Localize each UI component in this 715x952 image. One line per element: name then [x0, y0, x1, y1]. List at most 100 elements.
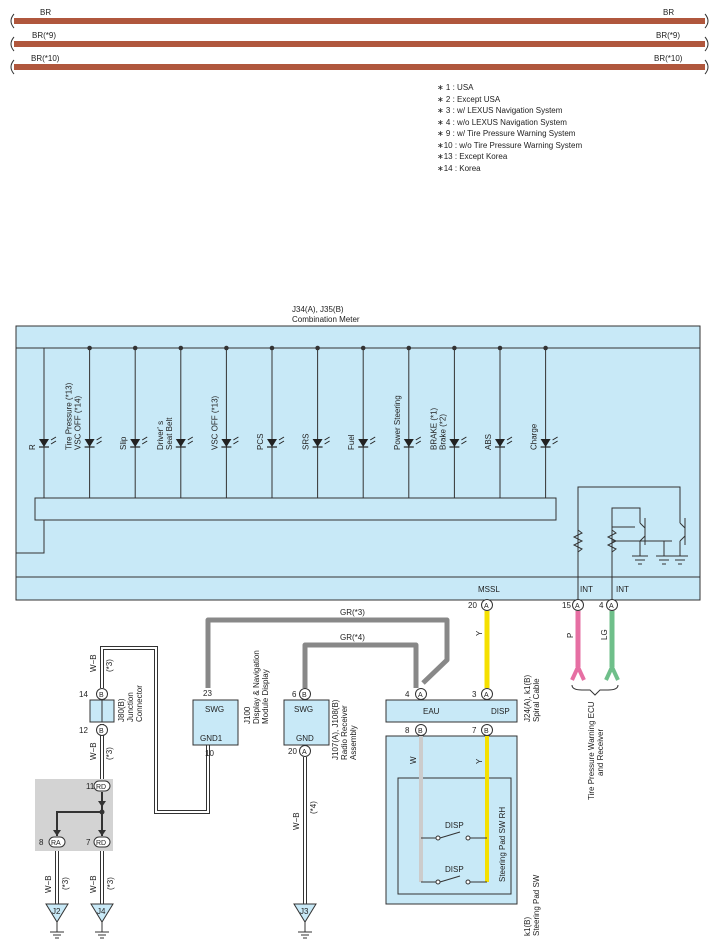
meter-name: Combination Meter — [292, 315, 360, 324]
junction-pin12-conn: B — [99, 728, 104, 735]
spiral-disp: DISP — [491, 707, 510, 716]
bus-label-left-1: BR — [40, 8, 51, 17]
pad-disp-switch2: DISP — [445, 865, 464, 874]
ground-j4: J4 — [90, 903, 114, 939]
note-8: ∗14 : Korea — [437, 164, 481, 173]
spiral-pin7: 7 — [472, 726, 477, 735]
wire-n4-j3-label: (*4) — [309, 801, 318, 814]
notes-legend: ∗ 1 : USA ∗ 2 : Except USA ∗ 3 : w/ LEXU… — [437, 83, 582, 173]
indicator-label: Seat Belt — [165, 417, 174, 450]
ground-j4-label: J4 — [97, 907, 106, 916]
indicator-label: Tire Pressure (*13) — [65, 382, 74, 450]
indicator-label: VSC OFF (*13) — [210, 395, 219, 450]
wire-wb-j3-label: W−B — [292, 812, 301, 830]
int1-pin-conn: A — [575, 603, 580, 610]
ground-j2-label: J2 — [52, 907, 61, 916]
indicator-lamp: Slip — [119, 345, 148, 498]
int2-pin-conn: A — [609, 603, 614, 610]
indicator-label: R — [28, 444, 37, 450]
j107-id: J107(A), J108(B) — [331, 699, 340, 760]
junction-pin12: 12 — [79, 726, 88, 735]
indicator-label: Fuel — [347, 434, 356, 450]
pad-rh-label: Steering Pad SW RH — [498, 807, 507, 882]
note-3: ∗ 3 : w/ LEXUS Navigation System — [437, 106, 563, 115]
tpw-internal-circuit — [572, 486, 688, 600]
wire-n3-junction-label: (*3) — [105, 659, 114, 672]
ra-conn-8: RA — [51, 840, 61, 847]
bus-label-right-3: BR(*10) — [654, 54, 683, 63]
wire-w-label: W — [409, 756, 418, 764]
note-7: ∗13 : Except Korea — [437, 152, 508, 161]
mssl-pin-conn: A — [484, 603, 489, 610]
indicator-lamp: R — [28, 436, 57, 450]
wire-n3-j2-label: (*3) — [61, 877, 70, 890]
pad-name: Steering Pad SW — [532, 874, 541, 936]
spiral-pin4: 4 — [405, 690, 410, 699]
note-4: ∗ 4 : w/o LEXUS Navigation System — [437, 118, 567, 127]
indicator-label: Driver' s — [156, 421, 165, 450]
j107-conn6: B — [302, 692, 307, 699]
j107-pin6: 6 — [292, 690, 297, 699]
note-1: ∗ 1 : USA — [437, 83, 474, 92]
j100-gnd1: GND1 — [200, 734, 223, 743]
indicator-lamp: SRS — [302, 345, 330, 498]
j100-pin23: 23 — [203, 689, 212, 698]
wire-gr3-label: GR(*3) — [340, 608, 365, 617]
indicator-group: R Tire Pressure (*13)VSC OFF (*14) Slip Dri… — [28, 345, 558, 498]
j107-name1: Radio Receiver — [340, 705, 349, 760]
indicator-lamp: Power Steering — [393, 345, 422, 498]
steering-pad-switch: W Y DISP DISP Steering Pad SW RH k1(B) S… — [385, 735, 541, 936]
rd-pin7: 7 — [86, 838, 91, 847]
wire-n3-j4-label: (*3) — [106, 877, 115, 890]
note-2: ∗ 2 : Except USA — [437, 95, 501, 104]
indicator-label: PCS — [256, 434, 265, 450]
j107-gnd: GND — [296, 734, 314, 743]
spiral-name: Spiral Cable — [532, 678, 541, 722]
wire-lg-label: LG — [600, 629, 609, 640]
junction-pin14-conn: B — [99, 692, 104, 699]
meter-common-block — [34, 497, 557, 521]
mssl-pin-number: 20 — [468, 601, 477, 610]
spiral-cable: EAU DISP 4 A 3 A 8 B 7 B J24(A), k1(B) S… — [385, 675, 541, 736]
bus-label-right-2: BR(*9) — [656, 31, 680, 40]
indicator-lamp: Charge — [530, 345, 558, 498]
bus-label-left-3: BR(*10) — [31, 54, 60, 63]
wire-y-lower-label: Y — [475, 758, 484, 764]
indicator-lamp: PCS — [256, 345, 285, 498]
j100-display-module: SWG GND1 23 10 J100 Display & Navigation… — [192, 650, 270, 758]
wire-wb-junction-label: W−B — [89, 654, 98, 672]
indicator-lamp: ABS — [484, 345, 513, 498]
ground-j3-label: J3 — [300, 907, 309, 916]
rd-pin11: 11 — [86, 782, 95, 791]
indicator-lamp: VSC OFF (*13) — [210, 345, 239, 498]
ra-pin8: 8 — [39, 838, 44, 847]
wire-n3-mid-label: (*3) — [105, 747, 114, 760]
mssl-label: MSSL — [478, 585, 500, 594]
junction-id: J80(B) — [117, 698, 126, 722]
indicator-lamp: Tire Pressure (*13)VSC OFF (*14) — [65, 345, 102, 498]
rd-conn-11: RD — [96, 784, 106, 791]
j100-swg: SWG — [205, 705, 224, 714]
tpw-name1: Tire Pressure Warning ECU — [587, 701, 596, 800]
j107-radio-receiver: SWG GND 6 B 20 A J107(A), J108(B) Radio … — [283, 688, 358, 760]
int1-pin-number: 15 — [562, 601, 571, 610]
indicator-label: Slip — [119, 436, 128, 450]
j100-pin10: 10 — [205, 749, 214, 758]
bus-label-right-1: BR — [663, 8, 674, 17]
ground-j2: J2 — [45, 903, 69, 939]
spiral-pin3: 3 — [472, 690, 477, 699]
indicator-label: BRAKE (*1) — [429, 407, 438, 450]
indicator-lamp: BRAKE (*1)Brake (*2) — [429, 345, 467, 498]
j100-name2: Module Display — [261, 669, 270, 724]
wires: Y GR(*3) GR(*4) P LG (*3) W−B W−B (*3) W… — [44, 608, 620, 904]
wire-wb-j2-label: W−B — [44, 875, 53, 893]
indicator-label: Power Steering — [393, 395, 402, 450]
pad-id: k1(B) — [523, 917, 532, 936]
meter-id: J34(A), J35(B) — [292, 305, 344, 314]
spiral-conn3: A — [484, 692, 489, 699]
br-bus: BR BR BR(*9) BR(*9) BR(*10) BR(*10) — [10, 8, 709, 75]
j100-name1: Display & Navigation — [252, 650, 261, 724]
spiral-conn4: A — [418, 692, 423, 699]
int1-label: INT — [580, 585, 593, 594]
indicator-label: Brake (*2) — [438, 414, 447, 450]
